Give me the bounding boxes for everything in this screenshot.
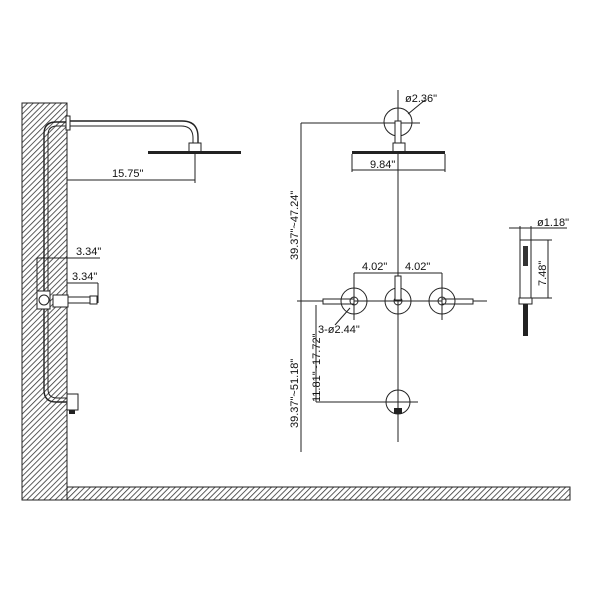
valve-height-label: 39.37"~51.18" [289, 359, 301, 428]
side-view: 15.75" 3.34" 3.34" [21, 102, 571, 501]
left-handle-flange [340, 287, 368, 315]
arm-reach-label: 15.75" [112, 168, 144, 180]
floor [66, 486, 571, 501]
head-flange-diameter-label: ø2.36" [405, 93, 437, 105]
shower-arm [70, 120, 199, 143]
outlet-offset-label: 11.81"~17.72" [311, 333, 323, 402]
riser-pipe [43, 121, 67, 403]
valve-depth-label-1: 3.34" [76, 246, 101, 258]
hand-shower-view: ø1.18" 7.48" [509, 217, 569, 336]
head-width-label: 9.84" [370, 159, 395, 171]
right-handle-flange [428, 287, 456, 315]
front-view: ø2.36" 9.84" 39.37"~47.24" 39.37"~51.18"… [289, 90, 487, 452]
handle-spacing-left-label: 4.02" [362, 261, 387, 273]
head-height-label: 39.37"~47.24" [289, 191, 301, 260]
valve-depth-label-2: 3.34" [72, 271, 97, 283]
hand-shower-length-label: 7.48" [537, 261, 549, 286]
handle-flange-diameter-label: 3-ø2.44" [318, 324, 360, 336]
handle-spacing-right-label: 4.02" [405, 261, 430, 273]
hose [523, 304, 528, 336]
hand-shower-diameter-label: ø1.18" [537, 217, 569, 229]
rain-head-front [352, 151, 445, 154]
